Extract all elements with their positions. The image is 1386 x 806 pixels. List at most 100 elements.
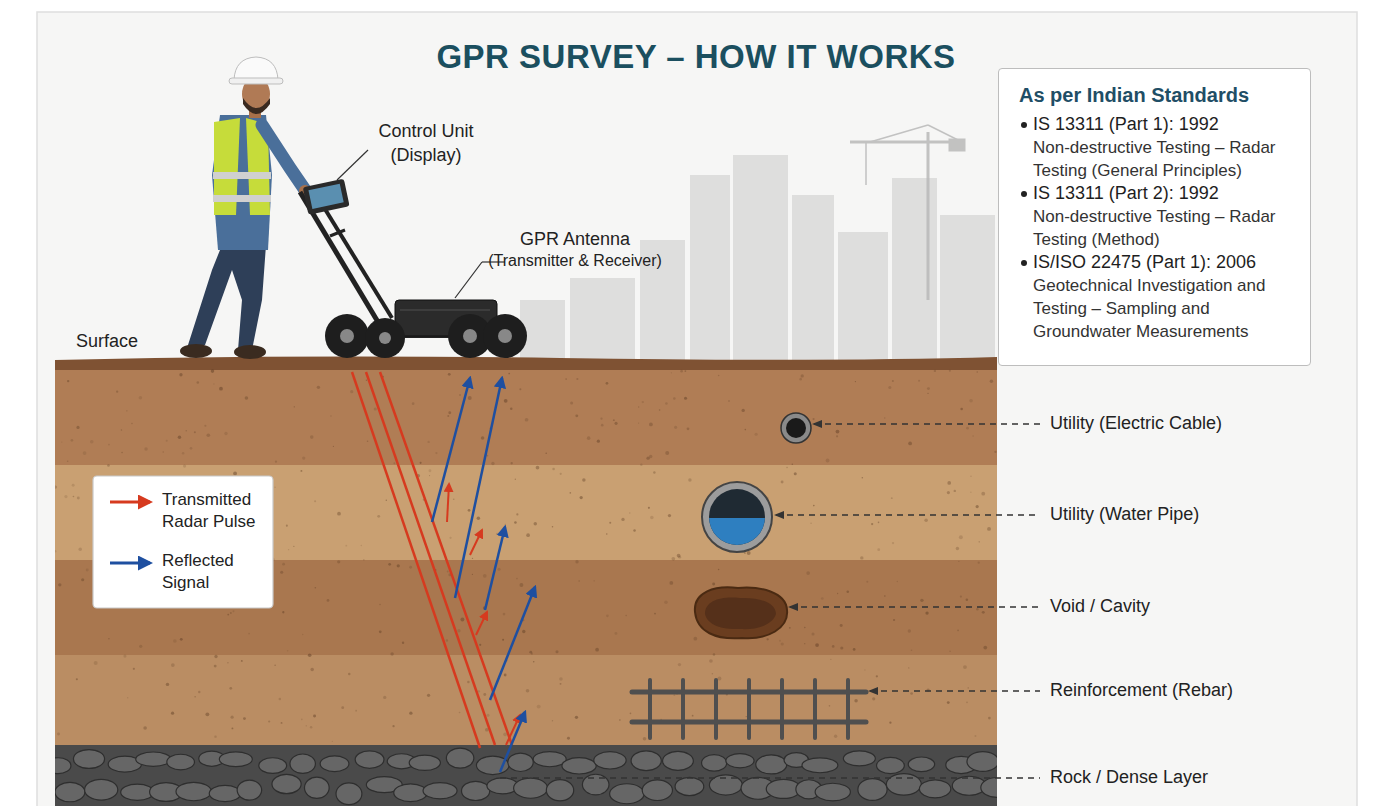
soil-speck [194, 696, 196, 698]
soil-speck [131, 423, 133, 425]
soil-speck [361, 545, 363, 547]
soil-speck [379, 630, 382, 633]
soil-speck [987, 527, 991, 531]
rock-stone [423, 783, 457, 799]
soil-speck [67, 460, 69, 462]
soil-speck [268, 720, 270, 722]
soil-speck [429, 469, 432, 472]
soil-speck [659, 409, 661, 411]
soil-speck [308, 653, 312, 657]
soil-speck [467, 681, 469, 683]
soil-speck [487, 714, 490, 717]
rebar-mesh [813, 680, 817, 738]
soil-speck [625, 615, 627, 617]
soil-speck [531, 653, 533, 655]
soil-speck [213, 383, 214, 384]
text-run: IS 13311 (Part 2): 1992 [1033, 183, 1219, 203]
soil-speck [127, 697, 128, 698]
rock-stone [594, 752, 626, 769]
soil-speck [448, 373, 451, 376]
text-run: Geotechnical Investigation and Testing –… [1033, 276, 1266, 341]
soil-speck [511, 462, 513, 464]
soil-speck [459, 394, 460, 395]
soil-speck [837, 593, 838, 594]
soil-speck [294, 406, 295, 407]
soil-speck [567, 737, 570, 740]
soil-speck [947, 481, 951, 485]
soil-speck [678, 663, 681, 666]
crane [927, 132, 930, 300]
soil-speck [876, 675, 878, 677]
soil-speck [908, 629, 911, 632]
soil-speck [908, 441, 912, 445]
soil-speck [872, 697, 875, 700]
soil-speck [966, 701, 968, 703]
soil-speck [860, 556, 863, 559]
soil-speck [121, 429, 122, 430]
soil-speck [866, 581, 868, 583]
soil-speck [960, 596, 962, 598]
soil-speck [224, 432, 227, 435]
soil-speck [615, 632, 618, 635]
transmitted-pulse [476, 612, 487, 635]
soil-speck [243, 717, 246, 720]
soil-speck [123, 655, 126, 658]
rock-stone [394, 784, 428, 802]
operator-figure [213, 172, 271, 179]
soil-speck [653, 471, 655, 473]
soil-speck [976, 371, 977, 372]
void-cavity [705, 598, 776, 630]
gpr-cart [340, 329, 354, 343]
soil-speck [288, 549, 289, 550]
soil-speck [855, 381, 856, 382]
soil-speck [67, 380, 69, 382]
soil-speck [674, 426, 677, 429]
soil-speck [830, 659, 831, 660]
operator-figure [188, 245, 266, 350]
rock-stone [533, 752, 566, 767]
legend-text: Transmitted Radar Pulse [162, 489, 270, 533]
standard-description: Non-destructive Testing – Radar Testing … [1019, 205, 1296, 251]
rebar-mesh [747, 680, 751, 738]
soil-speck [565, 378, 567, 380]
rebar-mesh [648, 680, 652, 738]
standard-code: IS 13311 (Part 1): 1992 [1019, 113, 1296, 136]
soil-speck [526, 689, 530, 693]
soil-speck [310, 668, 313, 671]
soil-speck [77, 497, 80, 500]
soil-speck [526, 533, 530, 537]
soil-speck [960, 408, 963, 411]
soil-speck [815, 643, 819, 647]
soil-speck [481, 436, 485, 440]
soil-speck [804, 643, 805, 644]
soil-layers [55, 356, 997, 370]
rock-stone [610, 784, 645, 804]
soil-speck [479, 644, 481, 646]
water-pipe [702, 482, 772, 552]
soil-speck [282, 563, 285, 566]
soil-speck [81, 578, 84, 581]
soil-speck [877, 548, 880, 551]
soil-speck [116, 391, 118, 393]
void-cavity [695, 587, 787, 638]
operator-figure [243, 98, 270, 114]
soil-speck [515, 479, 516, 480]
soil-speck [911, 649, 913, 651]
soil-speck [713, 653, 716, 656]
soil-speck [976, 505, 979, 508]
leader-line [500, 424, 1040, 778]
rock-stone [815, 783, 850, 801]
leader-line [337, 150, 505, 298]
soil-speck [280, 571, 283, 574]
soil-speck [58, 583, 61, 586]
soil-speck [821, 597, 824, 600]
soil-speck [537, 705, 541, 709]
rock-stone [967, 752, 997, 772]
soil-speck [968, 687, 969, 688]
soil-speck [171, 663, 175, 667]
soil-speck [665, 451, 669, 455]
soil-speck [429, 475, 430, 476]
soil-speck [55, 550, 56, 552]
soil-speck [744, 552, 746, 554]
operator-figure [213, 195, 271, 202]
